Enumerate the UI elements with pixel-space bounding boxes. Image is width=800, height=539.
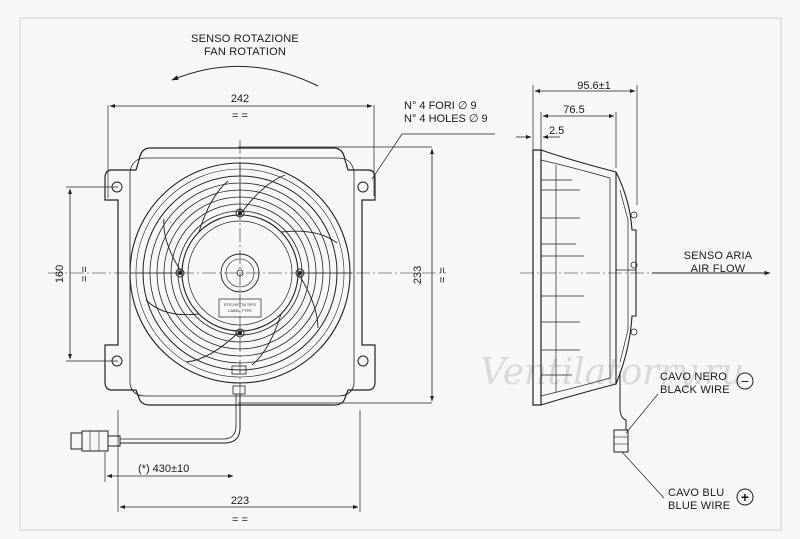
plus-symbol: +	[741, 489, 749, 505]
watermark: Ventilatorry.ru	[480, 352, 744, 393]
dim-223-value: 223	[231, 495, 249, 507]
side-view	[516, 85, 771, 506]
holes-leader	[371, 133, 403, 180]
blue-wire-label-it: CAVO BLU	[668, 487, 724, 499]
minus-symbol-circle	[736, 372, 754, 390]
dim-233-value: 233	[412, 266, 424, 284]
side-connector	[613, 429, 629, 453]
holes-note-en: N° 4 HOLES ∅ 9	[404, 113, 488, 125]
blue-wire-label-en: BLUE WIRE	[668, 500, 730, 512]
front-view	[48, 65, 495, 512]
fan-frame	[104, 147, 376, 406]
mount-hole-br	[357, 355, 369, 367]
fan-blades	[145, 174, 338, 366]
dim-242-value: 242	[231, 93, 249, 105]
dim-95-6-value: 95.6±1	[577, 80, 611, 92]
airflow-label-it: SENSO ARIA	[684, 250, 753, 262]
mount-hole-tr	[357, 181, 369, 193]
dim-242-equal: = =	[232, 110, 248, 122]
dim-2-5-value: 2.5	[549, 125, 564, 137]
rotation-label-en: FAN ROTATION	[204, 46, 286, 58]
black-wire-leader	[625, 393, 659, 434]
connector	[81, 430, 109, 452]
black-wire-label-it: CAVO NERO	[660, 371, 727, 383]
rotation-arrow	[171, 65, 319, 87]
dim-223-equal: = =	[232, 514, 248, 526]
holes-note-it: N° 4 FORI ∅ 9	[404, 100, 477, 112]
label-plate-line1: ETICHETTA TIPO	[224, 302, 256, 307]
minus-symbol: −	[741, 373, 749, 389]
mount-hole-bl	[111, 355, 123, 367]
blue-wire-leader	[621, 451, 665, 499]
airflow-label-en: AIR FLOW	[691, 263, 746, 275]
dim-160-value: 160	[54, 265, 66, 283]
plus-symbol-circle	[736, 488, 754, 506]
label-plate	[218, 298, 262, 318]
black-wire-label-en: BLACK WIRE	[660, 384, 730, 396]
rotation-label-it: SENSO ROTAZIONE	[191, 33, 299, 45]
mount-hole-tl	[111, 181, 123, 193]
cable-length-value: (*) 430±10	[138, 463, 189, 475]
power-cable	[120, 394, 241, 444]
drawing-border	[19, 17, 782, 531]
dim-76-5-value: 76.5	[563, 104, 584, 116]
label-plate-line2: LABEL TYPE	[228, 308, 252, 313]
dim-160-equal: = =	[79, 266, 91, 282]
dim-233-equal: = =	[437, 267, 449, 283]
side-cable	[619, 372, 627, 430]
